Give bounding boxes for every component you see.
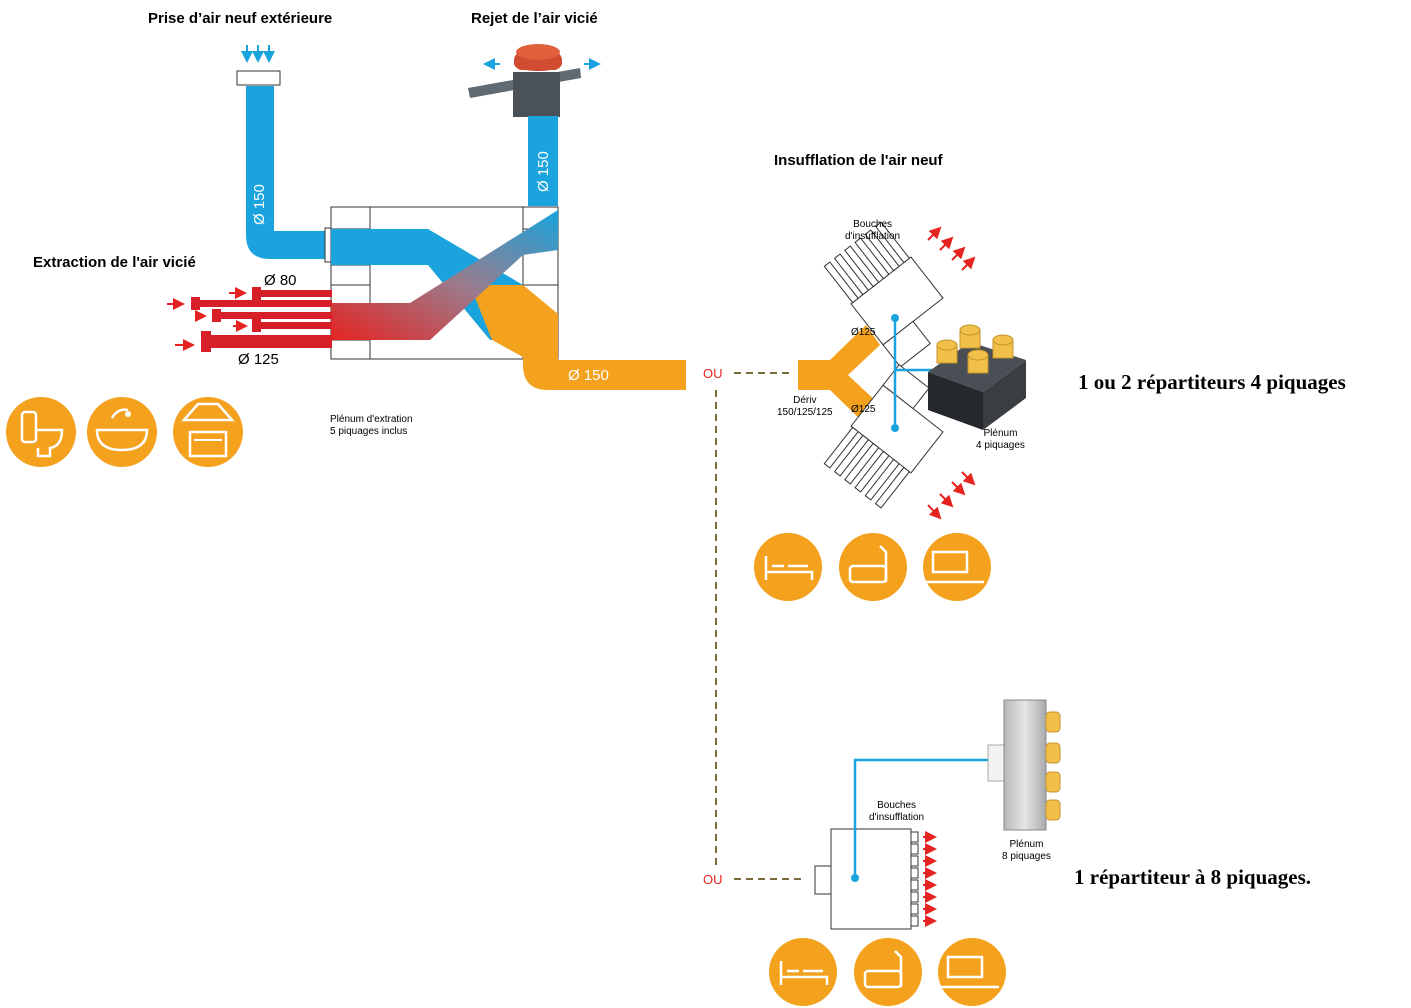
small-extract-diameter: Ø 80	[264, 272, 297, 289]
plenum4-label: Plénum 4 piquages	[976, 428, 1025, 451]
plenum-extraction-label: Plénum d'extration 5 piquages inclus	[330, 414, 413, 437]
shower-bath-icon	[87, 397, 157, 467]
intake-duct-diameter: Ø 150	[251, 184, 268, 225]
plenum8-label: Plénum 8 piquages	[1002, 839, 1051, 862]
exhaust-roof-outlet	[468, 44, 601, 206]
plenum-4-ports	[928, 324, 1026, 430]
kitchen-hood-icon	[173, 397, 243, 467]
supply-duct	[523, 340, 686, 390]
bouches-label-option2: Bouches d'insufflation	[869, 800, 925, 823]
supply-duct-diameter: Ø 150	[568, 367, 609, 384]
intake-arrows-icon	[241, 45, 275, 63]
insufflation-title: Insufflation de l'air neuf	[774, 152, 943, 169]
sofa-lamp-icon	[839, 533, 907, 601]
fresh-air-intake	[236, 45, 334, 263]
large-extract-diameter: Ø 125	[238, 351, 279, 368]
heat-exchanger-unit	[330, 206, 559, 360]
bed-icon	[754, 533, 822, 601]
bed-icon	[769, 938, 837, 1006]
ou-connectors	[715, 372, 802, 880]
option2-caption: 1 répartiteur à 8 piquages.	[1074, 865, 1312, 889]
exhaust-duct-diameter: Ø 150	[535, 151, 552, 192]
extraction-pipes	[167, 287, 332, 352]
laptop-desk-icon	[938, 938, 1006, 1006]
toilet-icon	[6, 397, 76, 467]
option1-derivation	[798, 221, 976, 520]
ou-label-bottom: OU	[703, 872, 723, 887]
fresh-air-intake-title: Prise d’air neuf extérieure	[148, 10, 333, 27]
laptop-desk-icon	[923, 533, 991, 601]
deriv-label: Dériv 150/125/125	[777, 395, 833, 418]
branch-upper-diameter: Ø125	[851, 327, 876, 338]
sofa-lamp-icon	[854, 938, 922, 1006]
option2-distributor	[814, 756, 1027, 930]
plenum-8-ports	[987, 699, 1061, 831]
ou-label-top: OU	[703, 366, 723, 381]
extraction-title: Extraction de l'air vicié	[33, 254, 196, 271]
bouches-label-option1: Bouches d'insufflation	[845, 219, 901, 242]
branch-lower-diameter: Ø125	[851, 404, 876, 415]
exhaust-title: Rejet de l’air vicié	[471, 10, 598, 27]
option1-caption: 1 ou 2 répartiteurs 4 piquages	[1078, 370, 1346, 394]
